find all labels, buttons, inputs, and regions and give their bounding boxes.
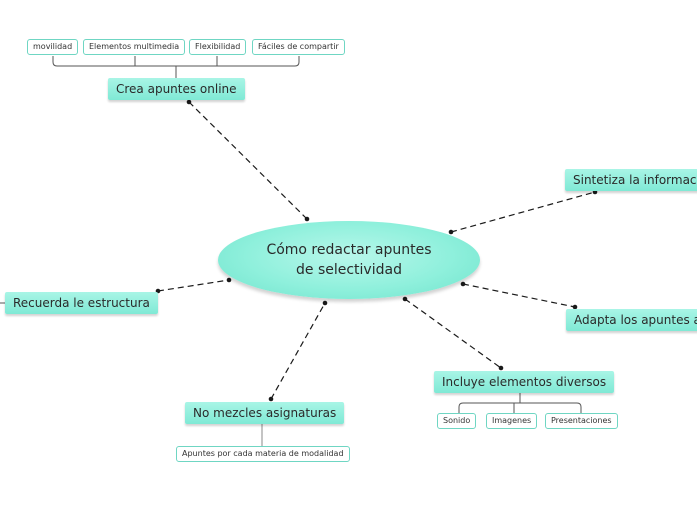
topic-recuerda-estructura[interactable]: Recuerda le estructura xyxy=(5,292,158,314)
subtopic-elementos-multimedia[interactable]: Elementos multimedia xyxy=(83,39,186,55)
link-sintetiza xyxy=(450,191,596,233)
central-topic-line-1: Cómo redactar apuntes xyxy=(266,242,432,258)
subtopic-presentaciones[interactable]: Presentaciones xyxy=(545,413,618,429)
subtopic-sonido[interactable]: Sonido xyxy=(437,413,477,429)
subtopic-flexibilidad[interactable]: Flexibilidad xyxy=(189,39,247,55)
link-dot xyxy=(268,396,274,402)
subtopic-apuntes-por-materia[interactable]: Apuntes por cada materia de modalidad xyxy=(176,446,350,462)
link-crea xyxy=(188,101,308,220)
link-dot xyxy=(448,229,454,235)
topic-adapta-apuntes[interactable]: Adapta los apuntes a tu xyxy=(566,309,697,331)
link-dot xyxy=(226,277,232,283)
topic-crea-apuntes-online[interactable]: Crea apuntes online xyxy=(108,78,245,100)
link-incluye xyxy=(404,298,502,369)
topic-incluye-elementos-diversos[interactable]: Incluye elementos diversos xyxy=(434,371,615,393)
topic-sintetiza-informacion[interactable]: Sintetiza la información xyxy=(565,169,697,191)
link-recuerda xyxy=(157,279,230,292)
central-topic[interactable]: Cómo redactar apuntes de selectividad xyxy=(218,221,480,299)
central-topic-line-2: de selectividad xyxy=(296,262,402,278)
link-adapta xyxy=(462,283,576,308)
link-dot xyxy=(322,300,328,306)
link-dot xyxy=(304,216,310,222)
subtopic-movilidad[interactable]: movilidad xyxy=(27,39,79,55)
link-dot xyxy=(498,365,504,371)
link-dot xyxy=(460,281,466,287)
topic-no-mezcles-asignaturas[interactable]: No mezcles asignaturas xyxy=(185,402,345,424)
link-dot xyxy=(402,296,408,302)
subtopic-imagenes[interactable]: Imagenes xyxy=(486,413,538,429)
bracket-incluye xyxy=(458,393,582,413)
link-mezcles xyxy=(270,302,326,400)
central-topic-text: Cómo redactar apuntes de selectividad xyxy=(266,240,431,280)
subtopic-faciles-de-compartir[interactable]: Fáciles de compartir xyxy=(252,39,345,55)
link-dot xyxy=(572,304,578,310)
bracket-crea xyxy=(52,56,300,78)
link-dot xyxy=(186,99,192,105)
